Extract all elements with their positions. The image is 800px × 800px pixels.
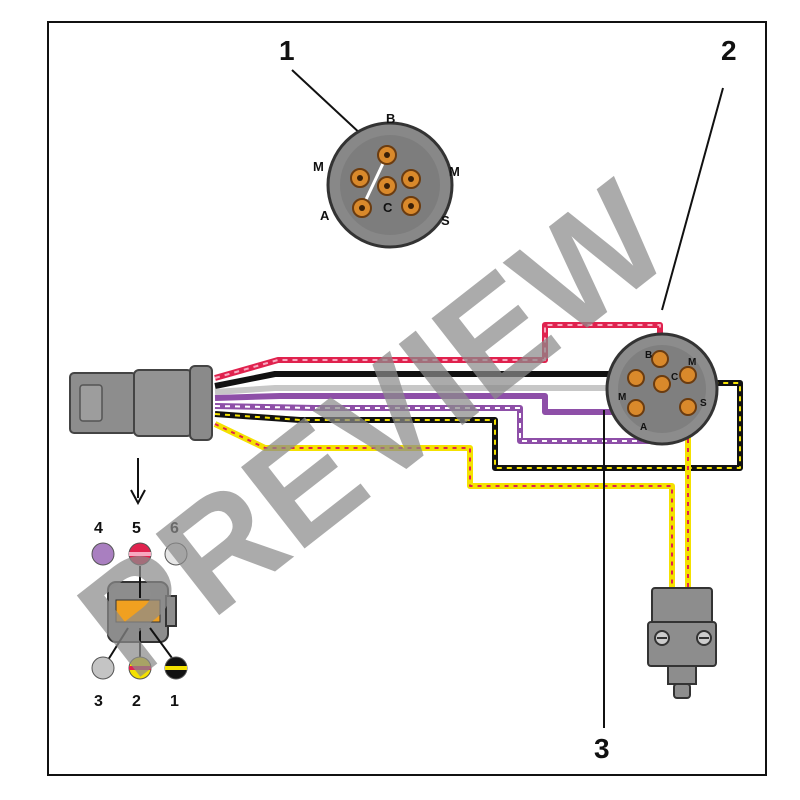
top-pin-b-label: B [386, 111, 395, 126]
top-pin-m-left-label: M [313, 159, 324, 174]
pin-4-dot [91, 542, 115, 566]
wire-harness [213, 322, 743, 590]
right-pin-a-label: A [640, 422, 647, 433]
right-pin-m-top-label: M [688, 357, 696, 368]
right-pin-s-label: S [700, 398, 707, 409]
pin-6-dot [164, 542, 188, 566]
pin-5-label: 5 [132, 520, 141, 537]
pin-3-label: 3 [94, 693, 103, 710]
callout-2-leader [661, 87, 724, 311]
harness-pinout: 4 5 6 3 2 1 [91, 458, 188, 710]
pin-2-label: 2 [132, 693, 141, 710]
top-pin-c-label: C [383, 200, 393, 215]
pin-6-label: 6 [170, 520, 179, 537]
pin-1-label: 1 [170, 693, 179, 710]
top-connector: B M M A C S [291, 69, 460, 249]
callout-2-label: 2 [721, 35, 737, 66]
right-pin-c-label: C [671, 372, 678, 383]
right-pin-b-label: B [645, 350, 652, 361]
top-pin-s-label: S [441, 213, 450, 228]
pin-4-label: 4 [94, 520, 103, 537]
sensor-switch [647, 587, 717, 699]
harness-plug [69, 365, 213, 441]
top-pin-a-label: A [320, 208, 330, 223]
right-pin-m-left-label: M [618, 392, 626, 403]
top-pin-m-right-label: M [449, 164, 460, 179]
right-connector: B M C M A S [605, 87, 724, 446]
callout-3-label: 3 [594, 733, 610, 764]
pin-3-dot [91, 656, 115, 680]
callout-1-label: 1 [279, 35, 295, 66]
